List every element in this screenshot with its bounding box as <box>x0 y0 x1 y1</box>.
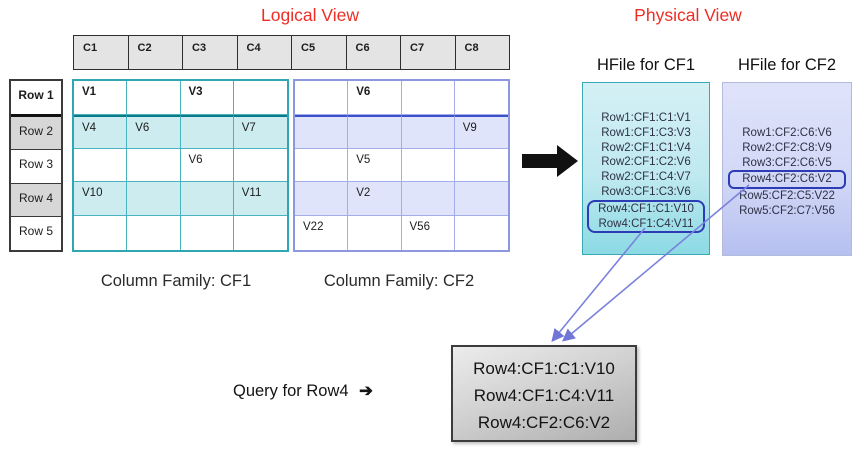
row-header: Row 3 <box>11 150 61 184</box>
column-header: C5 <box>292 36 347 69</box>
hfile-entry: Row2:CF1:C1:V4 <box>601 141 691 154</box>
query-label-text: Query for Row4 <box>233 382 349 400</box>
grid-cell <box>295 148 349 183</box>
right-arrow-icon: ➔ <box>359 382 373 400</box>
row-header: Row 1 <box>11 81 61 117</box>
grid-cell <box>455 216 508 250</box>
grid-cell <box>234 216 287 250</box>
grid-cell <box>127 81 181 115</box>
grid-cell: V22 <box>295 216 349 250</box>
logical-view-title: Logical View <box>261 5 359 25</box>
query-result-line: Row4:CF1:C4:V11 <box>473 386 615 405</box>
column-header: C6 <box>347 36 401 69</box>
grid-cell: V6 <box>180 148 234 183</box>
hfile-entry: Row1:CF1:C3:V3 <box>601 126 691 139</box>
grid-cell <box>401 114 455 149</box>
hfile-entry: Row1:CF2:C6:V6 <box>742 127 832 139</box>
grid-cell <box>295 81 349 115</box>
column-header: C7 <box>401 36 456 69</box>
hfile-entry: Row2:CF2:C8:V9 <box>742 141 832 154</box>
grid-cell: V5 <box>348 148 402 183</box>
grid-cell <box>233 149 287 183</box>
grid-cell: V10 <box>74 182 128 217</box>
row-header: Row 4 <box>11 183 61 218</box>
grid-cell: V1 <box>74 81 128 115</box>
grid-cell <box>454 149 508 183</box>
column-header: C4 <box>238 36 292 69</box>
column-header-row: C1 C2 C3 C4 C5 C6 C7 C8 <box>73 35 510 70</box>
cf2-label: Column Family: CF2 <box>323 272 475 290</box>
grid-cell <box>74 216 128 250</box>
query-result-box: Row4:CF1:C1:V10 Row4:CF1:C4:V11 Row4:CF2… <box>451 345 637 442</box>
grid-cell: V6 <box>127 114 181 149</box>
grid-cell <box>454 81 508 115</box>
cf1-grid: V1 V3 V4 V6 V7 V6 V10 V11 <box>72 79 289 252</box>
grid-cell <box>454 182 508 217</box>
query-label: Query for Row4 ➔ <box>233 381 373 401</box>
grid-cell <box>401 148 455 183</box>
row-header: Row 2 <box>11 116 61 151</box>
row-header-column: Row 1 Row 2 Row 3 Row 4 Row 5 <box>9 79 63 252</box>
grid-cell: V3 <box>180 81 234 115</box>
grid-cell <box>127 216 181 250</box>
grid-cell: V7 <box>233 114 287 149</box>
hfile-entry: Row5:CF2:C5:V22 <box>739 190 835 203</box>
hfile-entry: Row2:CF1:C4:V7 <box>601 171 691 184</box>
grid-cell <box>348 114 402 149</box>
query-result-line: Row4:CF1:C1:V10 <box>473 359 615 378</box>
hfile-entry: Row4:CF1:C4:V11 <box>598 217 694 230</box>
column-header: C2 <box>129 36 183 69</box>
grid-cell: V9 <box>454 114 508 149</box>
grid-cell <box>348 216 402 250</box>
grid-cell: V6 <box>348 81 402 115</box>
column-header: C8 <box>464 42 479 54</box>
column-header: C3 <box>183 36 238 69</box>
grid-cell <box>180 182 234 217</box>
grid-cell <box>401 182 455 217</box>
grid-cell <box>295 182 349 217</box>
hfile-cf1-title: HFile for CF1 <box>596 56 696 74</box>
cf2-row4-highlight: Row4:CF2:C6:V2 <box>728 170 846 190</box>
hfile-cf2-title: HFile for CF2 <box>737 56 837 74</box>
grid-cell <box>233 81 287 115</box>
column-header: C1 <box>74 36 129 69</box>
grid-cell <box>401 81 455 115</box>
hfile-entry: Row3:CF1:C3:V6 <box>601 185 691 198</box>
grid-cell <box>74 148 128 183</box>
cf2-grid: V6 V9 V5 V2 V22 V56 <box>293 79 510 252</box>
grid-cell: V4 <box>74 114 128 149</box>
grid-cell: V2 <box>348 182 402 217</box>
hfile-entry: Row1:CF1:C1:V1 <box>601 112 691 124</box>
grid-cell <box>181 216 234 250</box>
hfile-entry: Row2:CF1:C2:V6 <box>601 156 691 169</box>
row-header: Row 5 <box>18 224 53 239</box>
hfile-cf2-box: Row1:CF2:C6:V6 Row2:CF2:C8:V9 Row3:CF2:C… <box>722 82 852 256</box>
cf1-row4-highlight: Row4:CF1:C1:V10 Row4:CF1:C4:V11 <box>587 199 705 234</box>
logical-to-physical-arrow-icon <box>522 145 578 177</box>
cf1-label: Column Family: CF1 <box>100 272 252 290</box>
hfile-entry: Row4:CF1:C1:V10 <box>598 202 694 215</box>
hfile-entry: Row4:CF2:C6:V2 <box>742 173 832 186</box>
hfile-entry: Row3:CF2:C6:V5 <box>742 156 832 169</box>
query-result-line: Row4:CF2:C6:V2 <box>477 413 611 432</box>
grid-cell <box>295 114 349 149</box>
grid-cell: V56 <box>402 216 455 250</box>
grid-cell: V11 <box>233 182 287 217</box>
grid-cell <box>127 182 181 217</box>
hfile-cf1-box: Row1:CF1:C1:V1 Row1:CF1:C3:V3 Row2:CF1:C… <box>582 82 710 255</box>
physical-view-title: Physical View <box>634 5 742 25</box>
grid-cell <box>180 114 234 149</box>
hfile-entry: Row5:CF2:C7:V56 <box>739 204 835 217</box>
grid-cell <box>127 148 181 183</box>
